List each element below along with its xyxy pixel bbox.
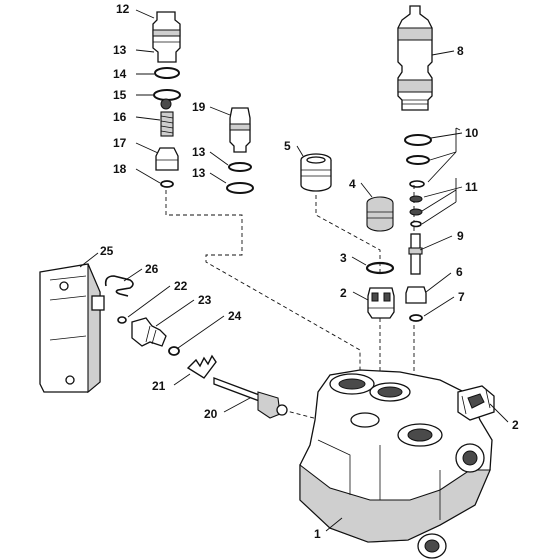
part-11-washer-c — [410, 220, 422, 228]
label-21: 21 — [152, 379, 166, 393]
part-3-o-ring — [365, 261, 395, 275]
label-25: 25 — [100, 244, 114, 258]
part-13-o-ring-mid — [228, 162, 252, 172]
label-13a: 13 — [113, 43, 127, 57]
label-10: 10 — [465, 126, 479, 140]
part-10-o-ring-a — [404, 134, 432, 146]
label-19: 19 — [192, 100, 206, 114]
leader-lines — [79, 9, 509, 532]
label-20: 20 — [204, 407, 218, 421]
label-3: 3 — [340, 251, 347, 265]
part-13-o-ring-low — [226, 182, 254, 194]
label-2b: 2 — [512, 418, 519, 432]
part-12-valve-body — [152, 11, 181, 63]
part-5-plug — [300, 153, 332, 192]
part-15-ball — [160, 98, 172, 110]
label-15: 15 — [113, 88, 127, 102]
label-1: 1 — [314, 527, 321, 541]
part-18-washer — [160, 180, 174, 188]
label-5: 5 — [284, 139, 291, 153]
part-20-valve-stem — [213, 377, 288, 419]
label-26: 26 — [145, 262, 159, 276]
label-18: 18 — [113, 162, 127, 176]
label-13c: 13 — [192, 166, 206, 180]
part-11-washer-a — [409, 195, 423, 203]
part-6-seat — [405, 286, 427, 304]
label-16: 16 — [113, 110, 127, 124]
label-2a: 2 — [340, 286, 347, 300]
part-8-unloader-valve — [397, 5, 433, 111]
part-24-o-ring — [168, 346, 180, 356]
part-4-plug — [366, 196, 394, 232]
part-16-spring — [160, 111, 174, 137]
label-8: 8 — [457, 44, 464, 58]
part-9-piston — [408, 233, 423, 275]
part-26-clip — [104, 275, 134, 297]
part-2-valve-right — [457, 385, 495, 421]
part-7-o-ring — [409, 314, 423, 322]
label-24: 24 — [228, 309, 242, 323]
part-13-o-ring-top — [154, 67, 180, 79]
label-14: 14 — [113, 67, 127, 81]
part-19-valve-body — [229, 107, 251, 153]
part-25-cover — [39, 263, 105, 394]
part-22-o-ring — [117, 316, 127, 324]
label-13b: 13 — [192, 145, 206, 159]
label-17: 17 — [113, 136, 127, 150]
part-21-spring — [186, 354, 217, 379]
label-22: 22 — [174, 279, 188, 293]
part-2-valve-upper — [367, 287, 395, 319]
part-14-o-ring — [153, 89, 181, 101]
part-11-washer-b — [409, 208, 423, 216]
part-1-pump-housing — [299, 369, 493, 559]
part-number-labels: 12 13 14 15 16 17 18 19 13 13 5 4 3 2 8 … — [100, 2, 519, 541]
part-17-valve-seat — [155, 147, 179, 171]
label-12: 12 — [116, 2, 130, 16]
part-10-o-ring-b — [406, 155, 430, 165]
label-4: 4 — [349, 177, 356, 191]
label-23: 23 — [198, 293, 212, 307]
part-10-o-ring-c — [409, 180, 425, 188]
label-7: 7 — [458, 290, 465, 304]
label-11: 11 — [465, 180, 478, 194]
part-23-fitting — [131, 317, 167, 347]
label-6: 6 — [456, 265, 463, 279]
label-9: 9 — [457, 229, 464, 243]
